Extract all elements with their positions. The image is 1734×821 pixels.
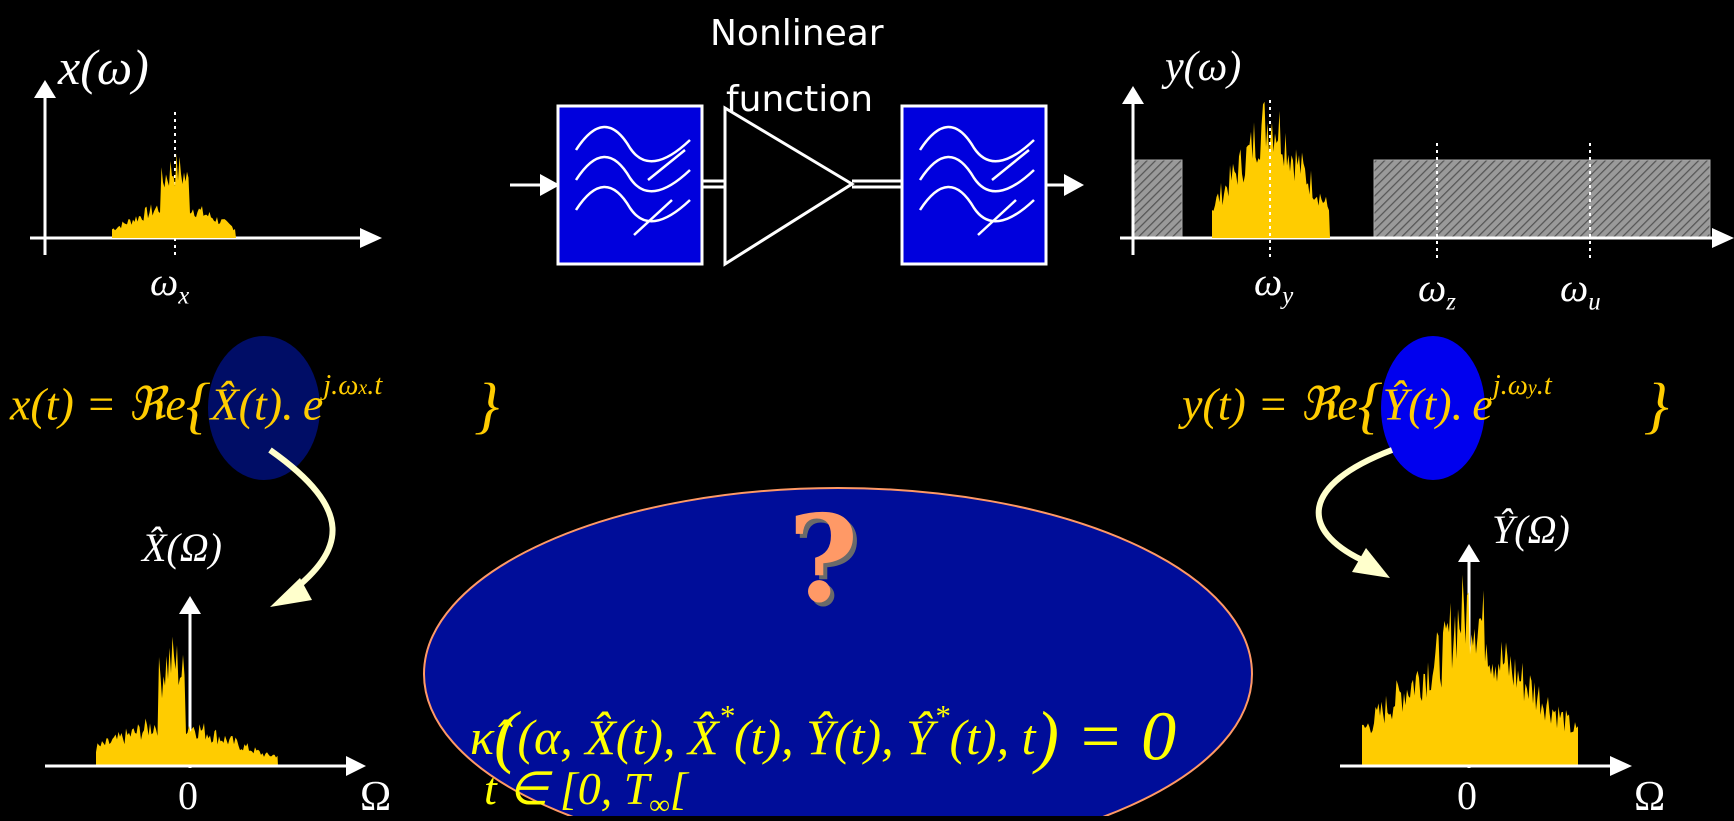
bottom-left-baseband-plot <box>45 596 366 776</box>
tr-axis-label: y(ω) <box>1165 44 1242 90</box>
x-hat-highlight <box>208 336 320 480</box>
tr-freq-label-y: ωy <box>1254 259 1294 310</box>
br-y-arrowhead <box>1458 544 1480 562</box>
amplifier-triangle <box>723 105 855 267</box>
tl-freq-label: ωx <box>150 259 190 310</box>
bl-x-arrowhead <box>346 756 366 776</box>
nonlinear-title-line1: Nonlinear <box>710 13 884 54</box>
constraint-equation-line1: κ̂((α, X̂(t), X̂*(t), Ŷ(t), Ŷ*(t), t) = … <box>470 698 1177 776</box>
question-mark: ? <box>788 489 859 630</box>
br-x-arrowhead <box>1610 756 1632 776</box>
bl-zero-label: 0 <box>178 773 198 818</box>
br-spectrum-trace <box>1362 574 1578 766</box>
tr-hatched-band-low <box>1133 159 1183 239</box>
input-filter-box <box>556 104 704 266</box>
y-hat-highlight <box>1381 336 1485 480</box>
nonlinear-title-line2: function <box>726 79 874 120</box>
tl-spectrum-trace <box>112 153 236 238</box>
output-filter-symbol <box>918 125 1035 236</box>
x-hat-curved-arrow <box>268 447 336 607</box>
bottom-right-baseband-plot <box>1340 544 1632 776</box>
tr-spectrum-trace <box>1212 101 1330 238</box>
top-left-spectrum-plot <box>30 80 382 258</box>
output-arrowhead <box>1064 174 1084 196</box>
tr-y-arrowhead <box>1122 86 1144 104</box>
bl-y-arrowhead <box>179 596 201 614</box>
input-arrowhead <box>540 174 560 196</box>
tl-axis-label: x(ω) <box>58 39 149 95</box>
tr-freq-label-u: ωu <box>1560 265 1601 316</box>
bl-spectrum-trace <box>96 636 278 766</box>
br-omega-label: Ω <box>1634 774 1666 820</box>
bl-axis-label: X̂(Ω) <box>142 525 222 570</box>
br-axis-label: Ŷ(Ω) <box>1492 507 1570 552</box>
tr-x-arrowhead <box>1712 228 1734 248</box>
x-equation: x(t) = ℜe{X̂(t). ej.ωx.t } <box>10 370 500 440</box>
output-filter-box <box>900 104 1048 266</box>
y-hat-curved-arrow <box>1315 447 1394 578</box>
top-right-spectrum-plot <box>1120 86 1734 258</box>
tl-y-arrowhead <box>34 80 56 98</box>
constraint-ellipse <box>423 487 1253 816</box>
bl-omega-label: Ω <box>360 774 392 820</box>
tr-hatched-band-high <box>1373 159 1711 239</box>
br-zero-label: 0 <box>1457 773 1477 818</box>
tl-x-arrowhead <box>360 228 382 248</box>
block-diagram <box>510 104 1084 267</box>
input-filter-symbol <box>574 125 691 236</box>
tr-freq-label-z: ωz <box>1418 265 1456 316</box>
y-equation: y(t) = ℜe{Ŷ(t). ej.ωy.t } <box>1182 370 1669 440</box>
constraint-equation-line2: t ∈ [0, T∞[ <box>484 763 688 821</box>
